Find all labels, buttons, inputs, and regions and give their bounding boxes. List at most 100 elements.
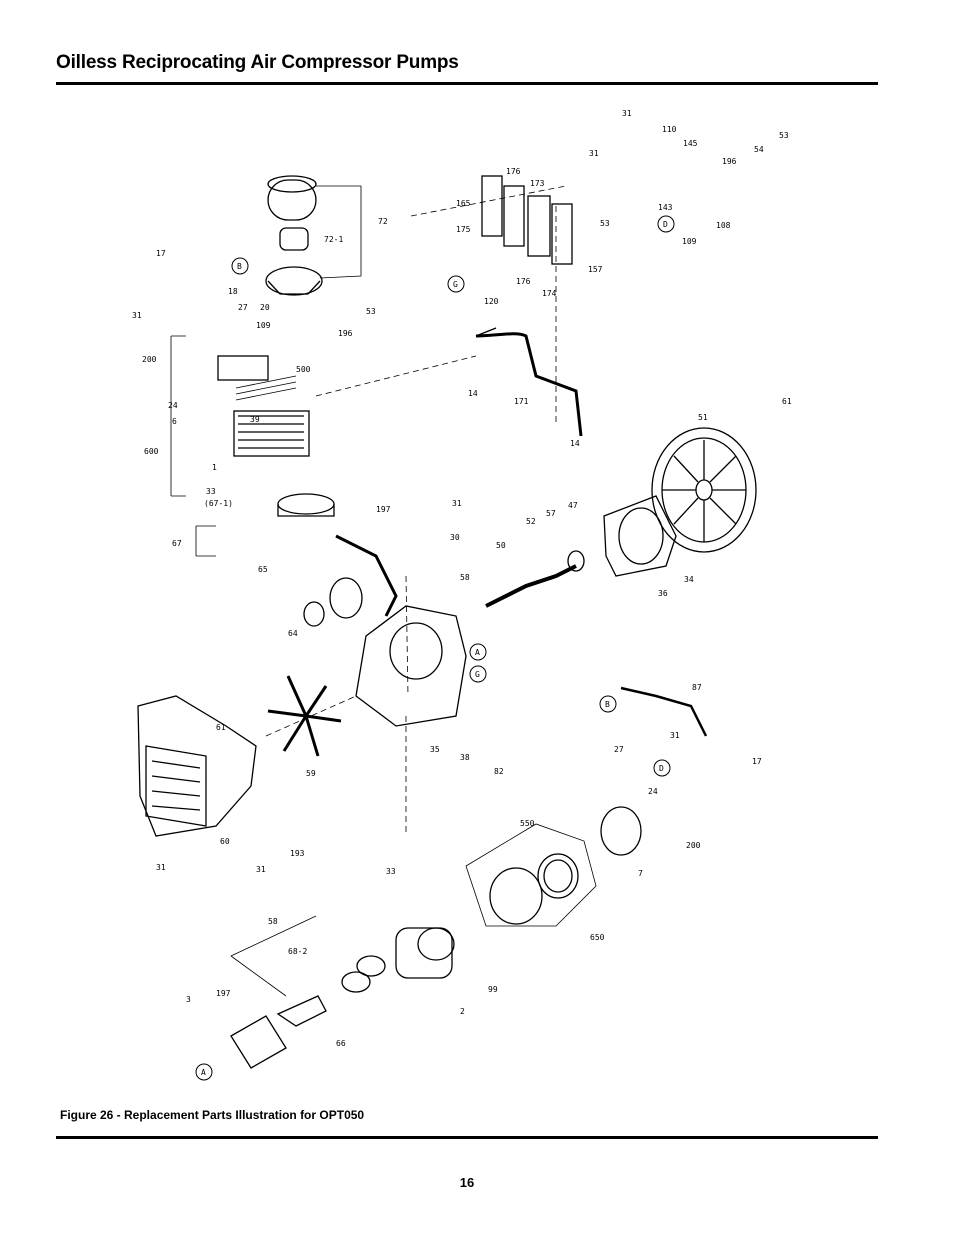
piston-left: [277, 493, 335, 515]
cylinder-head-right: [600, 806, 642, 856]
svg-text:109: 109: [256, 321, 271, 330]
svg-text:64: 64: [288, 629, 298, 638]
svg-text:197: 197: [216, 989, 231, 998]
svg-text:99: 99: [488, 985, 498, 994]
svg-text:72-1: 72-1: [324, 235, 343, 244]
svg-text:196: 196: [338, 329, 353, 338]
svg-text:197: 197: [376, 505, 391, 514]
svg-text:58: 58: [460, 573, 470, 582]
exploded-view-drawing: 31 110 145 53 31 54 196 165 176 173 72 1…: [132, 109, 792, 1081]
svg-text:200: 200: [142, 355, 157, 364]
svg-text:A: A: [475, 648, 480, 657]
svg-text:174: 174: [542, 289, 557, 298]
svg-text:193: 193: [290, 849, 305, 858]
cylinder-left: [233, 410, 310, 457]
svg-text:108: 108: [716, 221, 731, 230]
svg-text:176: 176: [506, 167, 521, 176]
gasket-plate: [230, 1015, 287, 1069]
svg-text:31: 31: [452, 499, 462, 508]
svg-text:B: B: [605, 700, 610, 709]
svg-text:109: 109: [682, 237, 697, 246]
circle-reference-labels: [195, 215, 675, 1081]
svg-text:60: 60: [220, 837, 230, 846]
svg-text:67: 67: [172, 539, 182, 548]
svg-text:175: 175: [456, 225, 471, 234]
svg-text:31: 31: [132, 311, 142, 320]
svg-text:34: 34: [684, 575, 694, 584]
svg-text:18: 18: [228, 287, 238, 296]
crankcase-body: [355, 605, 467, 727]
svg-text:51: 51: [698, 413, 708, 422]
pulley-wheel: [651, 427, 757, 553]
crankcase-cover: [603, 495, 677, 577]
svg-text:165: 165: [456, 199, 471, 208]
svg-text:D: D: [663, 220, 668, 229]
svg-text:145: 145: [683, 139, 698, 148]
svg-text:24: 24: [648, 787, 658, 796]
svg-text:6: 6: [172, 417, 177, 426]
svg-text:A: A: [201, 1068, 206, 1077]
svg-text:72: 72: [378, 217, 388, 226]
svg-text:31: 31: [256, 865, 266, 874]
svg-text:110: 110: [662, 125, 677, 134]
svg-text:58: 58: [268, 917, 278, 926]
header-divider: [56, 82, 878, 85]
page-title: Oilless Reciprocating Air Compressor Pum…: [56, 52, 459, 73]
cylinder-head-left: [217, 355, 269, 381]
svg-text:50: 50: [496, 541, 506, 550]
svg-text:G: G: [475, 670, 480, 679]
svg-text:54: 54: [754, 145, 764, 154]
svg-text:20: 20: [260, 303, 270, 312]
filter-housing-shape: [267, 179, 317, 221]
callout-labels: 31 110 145 53 31 54 196 165 176 173 72 1…: [132, 109, 792, 1048]
svg-text:66: 66: [336, 1039, 346, 1048]
svg-text:173: 173: [530, 179, 545, 188]
svg-text:30: 30: [450, 533, 460, 542]
cooling-fan: [267, 675, 342, 757]
svg-text:59: 59: [306, 769, 316, 778]
svg-text:52: 52: [526, 517, 536, 526]
svg-text:61: 61: [782, 397, 792, 406]
svg-text:171: 171: [514, 397, 529, 406]
svg-text:53: 53: [600, 219, 610, 228]
svg-text:17: 17: [156, 249, 166, 258]
svg-text:7: 7: [638, 869, 643, 878]
svg-text:200: 200: [686, 841, 701, 850]
svg-text:157: 157: [588, 265, 603, 274]
svg-text:3: 3: [186, 995, 191, 1004]
svg-text:33: 33: [206, 487, 216, 496]
svg-text:36: 36: [658, 589, 668, 598]
svg-text:31: 31: [670, 731, 680, 740]
svg-text:176: 176: [516, 277, 531, 286]
svg-text:2: 2: [460, 1007, 465, 1016]
svg-text:196: 196: [722, 157, 737, 166]
svg-text:31: 31: [622, 109, 632, 118]
svg-text:120: 120: [484, 297, 499, 306]
svg-text:39: 39: [250, 415, 260, 424]
svg-text:33: 33: [386, 867, 396, 876]
svg-text:53: 53: [779, 131, 789, 140]
svg-text:B: B: [237, 262, 242, 271]
svg-text:(67-1): (67-1): [204, 499, 233, 508]
svg-text:35: 35: [430, 745, 440, 754]
svg-text:31: 31: [156, 863, 166, 872]
svg-text:500: 500: [296, 365, 311, 374]
svg-text:68-2: 68-2: [288, 947, 307, 956]
svg-text:24: 24: [168, 401, 178, 410]
svg-text:53: 53: [366, 307, 376, 316]
svg-text:27: 27: [238, 303, 248, 312]
svg-text:D: D: [659, 764, 664, 773]
svg-text:38: 38: [460, 753, 470, 762]
svg-text:17: 17: [752, 757, 762, 766]
footer-divider: [56, 1136, 878, 1139]
filter-base-shape: [265, 266, 323, 296]
page-number: 16: [459, 1175, 475, 1190]
fan-guard-shroud: [137, 695, 257, 837]
svg-text:47: 47: [568, 501, 578, 510]
svg-text:65: 65: [258, 565, 268, 574]
parts-illustration: 31 110 145 53 31 54 196 165 176 173 72 1…: [56, 96, 878, 1096]
svg-text:550: 550: [520, 819, 535, 828]
svg-text:G: G: [453, 280, 458, 289]
svg-text:143: 143: [658, 203, 673, 212]
svg-text:61: 61: [216, 723, 226, 732]
